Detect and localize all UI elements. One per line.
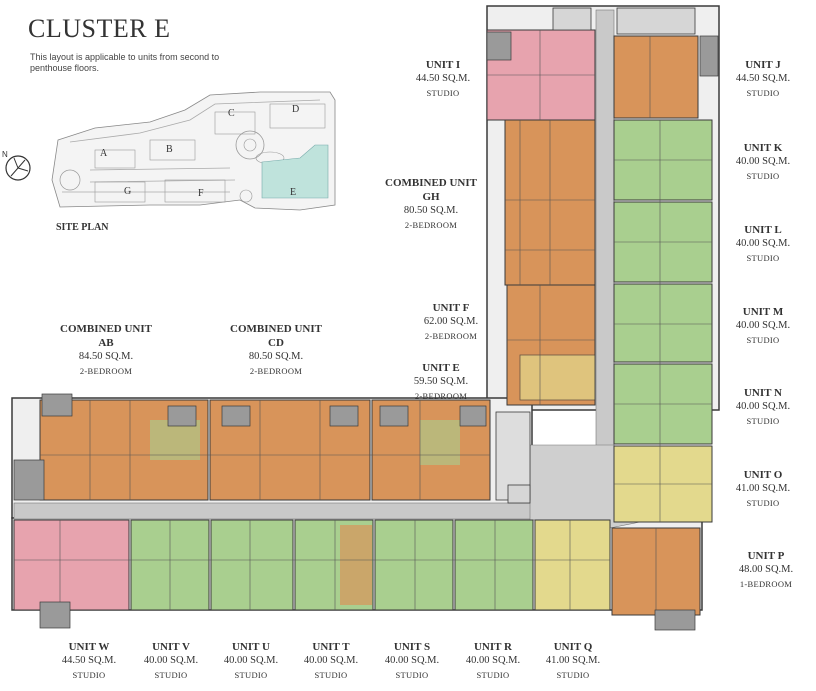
unit-type: STUDIO: [746, 416, 780, 426]
site-plan-label: SITE PLAN: [56, 222, 109, 233]
unit-e-label: UNIT E 59.50 SQ.M. 2-BEDROOM: [398, 361, 484, 403]
unit-gh-label: COMBINED UNIT GH 80.50 SQ.M. 2-BEDROOM: [378, 176, 484, 232]
unit-ab-label: COMBINED UNIT AB 84.50 SQ.M. 2-BEDROOM: [52, 322, 160, 378]
unit-j-label: UNIT J 44.50 SQ.M. STUDIO: [728, 58, 798, 100]
unit-type: 2-BEDROOM: [414, 391, 468, 401]
north-arrow-icon: N: [2, 150, 31, 181]
unit-s-label: UNIT S 40.00 SQ.M. STUDIO: [377, 640, 447, 682]
unit-area: 40.00 SQ.M.: [223, 655, 279, 666]
page-title: CLUSTER E: [28, 14, 171, 43]
unit-r-label: UNIT R 40.00 SQ.M. STUDIO: [458, 640, 528, 682]
unit-name: UNIT P: [747, 550, 785, 562]
unit-area: 40.00 SQ.M.: [735, 320, 791, 331]
block-f-label: F: [198, 188, 204, 199]
block-d-label: D: [292, 104, 299, 115]
building-plan: [11, 5, 720, 631]
unit-area: 44.50 SQ.M.: [735, 73, 791, 84]
unit-name: UNIT K: [743, 142, 783, 154]
unit-area: 48.00 SQ.M.: [738, 564, 794, 575]
block-a-label: A: [100, 148, 108, 159]
unit-area: 40.00 SQ.M.: [735, 401, 791, 412]
unit-type: 2-BEDROOM: [424, 331, 478, 341]
unit-i-label: UNIT I 44.50 SQ.M. STUDIO: [408, 58, 478, 100]
unit-area: 59.50 SQ.M.: [413, 376, 469, 387]
unit-name: UNIT I: [425, 59, 461, 71]
block-b-label: B: [166, 144, 173, 155]
unit-name: UNIT W: [68, 641, 110, 653]
unit-n-label: UNIT N 40.00 SQ.M. STUDIO: [728, 386, 798, 428]
unit-area: 41.00 SQ.M.: [735, 483, 791, 494]
unit-k-label: UNIT K 40.00 SQ.M. STUDIO: [728, 141, 798, 183]
unit-type: STUDIO: [746, 253, 780, 263]
unit-name: UNIT J: [745, 59, 781, 71]
block-g-label: G: [124, 186, 131, 197]
unit-type: STUDIO: [746, 498, 780, 508]
unit-name: UNIT F: [432, 302, 470, 314]
unit-area: 40.00 SQ.M.: [384, 655, 440, 666]
unit-p-label: UNIT P 48.00 SQ.M. 1-BEDROOM: [728, 549, 804, 591]
unit-area: 40.00 SQ.M.: [143, 655, 199, 666]
unit-area: 80.50 SQ.M.: [248, 351, 304, 362]
unit-area: 44.50 SQ.M.: [61, 655, 117, 666]
unit-type: 2-BEDROOM: [404, 220, 458, 230]
unit-name: UNIT O: [743, 469, 783, 481]
unit-type: STUDIO: [72, 670, 106, 680]
unit-name: UNIT Q: [553, 641, 593, 653]
unit-o-label: UNIT O 41.00 SQ.M. STUDIO: [728, 468, 798, 510]
unit-name: UNIT M: [742, 306, 784, 318]
unit-name: UNIT T: [312, 641, 350, 653]
unit-area: 62.00 SQ.M.: [423, 316, 479, 327]
block-e-label: E: [290, 187, 296, 198]
unit-type: STUDIO: [746, 88, 780, 98]
block-c-label: C: [228, 108, 235, 119]
unit-name: COMBINED UNIT AB: [60, 323, 152, 349]
unit-area: 44.50 SQ.M.: [415, 73, 471, 84]
unit-name: UNIT U: [231, 641, 270, 653]
unit-type: STUDIO: [395, 670, 429, 680]
unit-name: UNIT V: [152, 641, 190, 653]
unit-area: 80.50 SQ.M.: [403, 205, 459, 216]
unit-q-label: UNIT Q 41.00 SQ.M. STUDIO: [538, 640, 608, 682]
unit-w-label: UNIT W 44.50 SQ.M. STUDIO: [54, 640, 124, 682]
unit-t-label: UNIT T 40.00 SQ.M. STUDIO: [296, 640, 366, 682]
unit-type: STUDIO: [426, 88, 460, 98]
unit-type: STUDIO: [476, 670, 510, 680]
unit-area: 84.50 SQ.M.: [78, 351, 134, 362]
unit-m-label: UNIT M 40.00 SQ.M. STUDIO: [728, 305, 798, 347]
unit-name: UNIT L: [744, 224, 782, 236]
unit-type: 1-BEDROOM: [739, 579, 793, 589]
unit-name: UNIT N: [743, 387, 782, 399]
unit-type: STUDIO: [746, 171, 780, 181]
unit-type: 2-BEDROOM: [79, 366, 133, 376]
unit-name: UNIT R: [473, 641, 512, 653]
unit-name: UNIT S: [393, 641, 431, 653]
unit-name: COMBINED UNIT GH: [385, 177, 477, 203]
unit-area: 40.00 SQ.M.: [303, 655, 359, 666]
north-label: N: [2, 150, 8, 159]
unit-area: 41.00 SQ.M.: [545, 655, 601, 666]
unit-area: 40.00 SQ.M.: [465, 655, 521, 666]
layout-note: This layout is applicable to units from …: [30, 52, 220, 73]
unit-name: UNIT E: [422, 362, 460, 374]
unit-area: 40.00 SQ.M.: [735, 238, 791, 249]
unit-type: STUDIO: [746, 335, 780, 345]
unit-l-label: UNIT L 40.00 SQ.M. STUDIO: [728, 223, 798, 265]
unit-u-label: UNIT U 40.00 SQ.M. STUDIO: [216, 640, 286, 682]
unit-cd-label: COMBINED UNIT CD 80.50 SQ.M. 2-BEDROOM: [222, 322, 330, 378]
unit-area: 40.00 SQ.M.: [735, 156, 791, 167]
unit-name: COMBINED UNIT CD: [230, 323, 322, 349]
unit-f-label: UNIT F 62.00 SQ.M. 2-BEDROOM: [408, 301, 494, 343]
unit-v-label: UNIT V 40.00 SQ.M. STUDIO: [136, 640, 206, 682]
site-plan: N A B C D E F G: [2, 91, 336, 211]
unit-type: STUDIO: [154, 670, 188, 680]
unit-type: STUDIO: [234, 670, 268, 680]
unit-type: STUDIO: [556, 670, 590, 680]
unit-type: 2-BEDROOM: [249, 366, 303, 376]
unit-type: STUDIO: [314, 670, 348, 680]
